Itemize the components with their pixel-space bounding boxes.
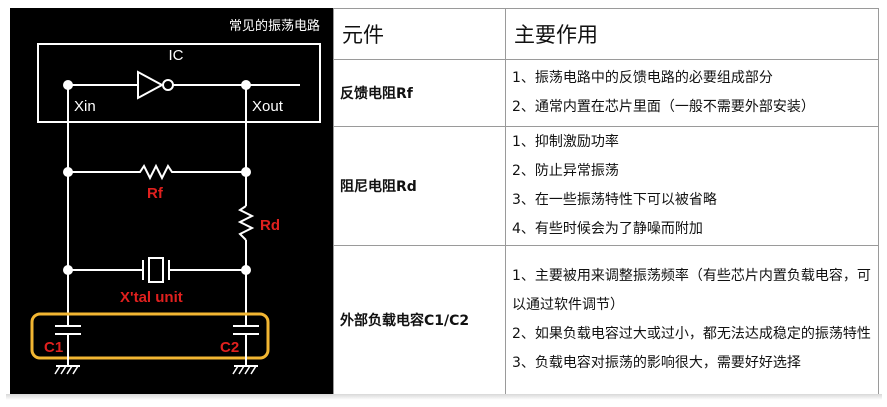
component-name: 阻尼电阻Rd (333, 126, 506, 246)
function-cell: 1、振荡电路中的反馈电路的必要组成部分 2、通常内置在芯片里面（一般不需要外部安… (505, 59, 879, 127)
c2-label: C2 (220, 339, 239, 356)
table-row: 反馈电阻Rf 1、振荡电路中的反馈电路的必要组成部分 2、通常内置在芯片里面（一… (333, 59, 879, 127)
oscillator-circuit-diagram: 常见的振荡电路 IC Xin Xout (10, 8, 333, 394)
function-item: 1、振荡电路中的反馈电路的必要组成部分 (512, 70, 773, 86)
function-item: 1、主要被用来调整振荡频率（有些芯片内置负载电容，可以通过软件调节） (512, 268, 871, 313)
function-item: 4、有些时候会为了静噪而附加 (512, 221, 703, 237)
rf-node-left (63, 167, 73, 177)
crystal-node-right (241, 265, 251, 275)
component-name: 外部负载电容C1/C2 (333, 245, 506, 395)
rf-node-right (241, 167, 251, 177)
function-cell: 1、主要被用来调整振荡频率（有些芯片内置负载电容，可以通过软件调节） 2、如果负… (505, 245, 879, 395)
ground-icon (54, 365, 80, 375)
ic-box (37, 43, 321, 123)
rf-resistor (68, 163, 246, 181)
inverter-gate (68, 70, 300, 100)
ground-icon (232, 365, 258, 375)
crystal-node-left (63, 265, 73, 275)
c2-capacitor (233, 325, 259, 366)
crystal-unit (68, 257, 246, 283)
component-name: 反馈电阻Rf (333, 59, 506, 127)
rf-label: Rf (147, 185, 164, 202)
load-capacitor-highlight (30, 312, 270, 360)
header-function: 主要作用 (505, 8, 879, 60)
function-item: 2、通常内置在芯片里面（一般不需要外部安装） (512, 99, 815, 115)
function-item: 3、负载电容对振荡的影响很大，需要好好选择 (512, 355, 801, 371)
crystal-label: X'tal unit (120, 289, 183, 306)
ic-label: IC (169, 47, 184, 64)
function-item: 2、防止异常振荡 (512, 163, 619, 179)
table-row: 外部负载电容C1/C2 1、主要被用来调整振荡频率（有些芯片内置负载电容，可以通… (333, 245, 879, 395)
xout-label: Xout (252, 98, 284, 115)
c1-label: C1 (44, 339, 63, 356)
xin-label: Xin (74, 98, 96, 115)
rd-label: Rd (260, 217, 280, 234)
header-component: 元件 (333, 8, 506, 60)
table-row: 阻尼电阻Rd 1、抑制激励功率 2、防止异常振荡 3、在一些振荡特性下可以被省略… (333, 126, 879, 246)
function-item: 1、抑制激励功率 (512, 134, 619, 150)
rd-resistor (237, 205, 255, 241)
function-item: 3、在一些振荡特性下可以被省略 (512, 192, 717, 208)
c1-capacitor (55, 325, 81, 366)
drop-shadow (6, 394, 882, 400)
function-cell: 1、抑制激励功率 2、防止异常振荡 3、在一些振荡特性下可以被省略 4、有些时候… (505, 126, 879, 246)
component-function-table: 元件 主要作用 反馈电阻Rf 1、振荡电路中的反馈电路的必要组成部分 2、通常内… (333, 8, 879, 395)
table-header-row: 元件 主要作用 (333, 8, 879, 60)
function-item: 2、如果负载电容过大或过小，都无法达成稳定的振荡特性 (512, 326, 871, 342)
circuit-title: 常见的振荡电路 (229, 18, 320, 34)
